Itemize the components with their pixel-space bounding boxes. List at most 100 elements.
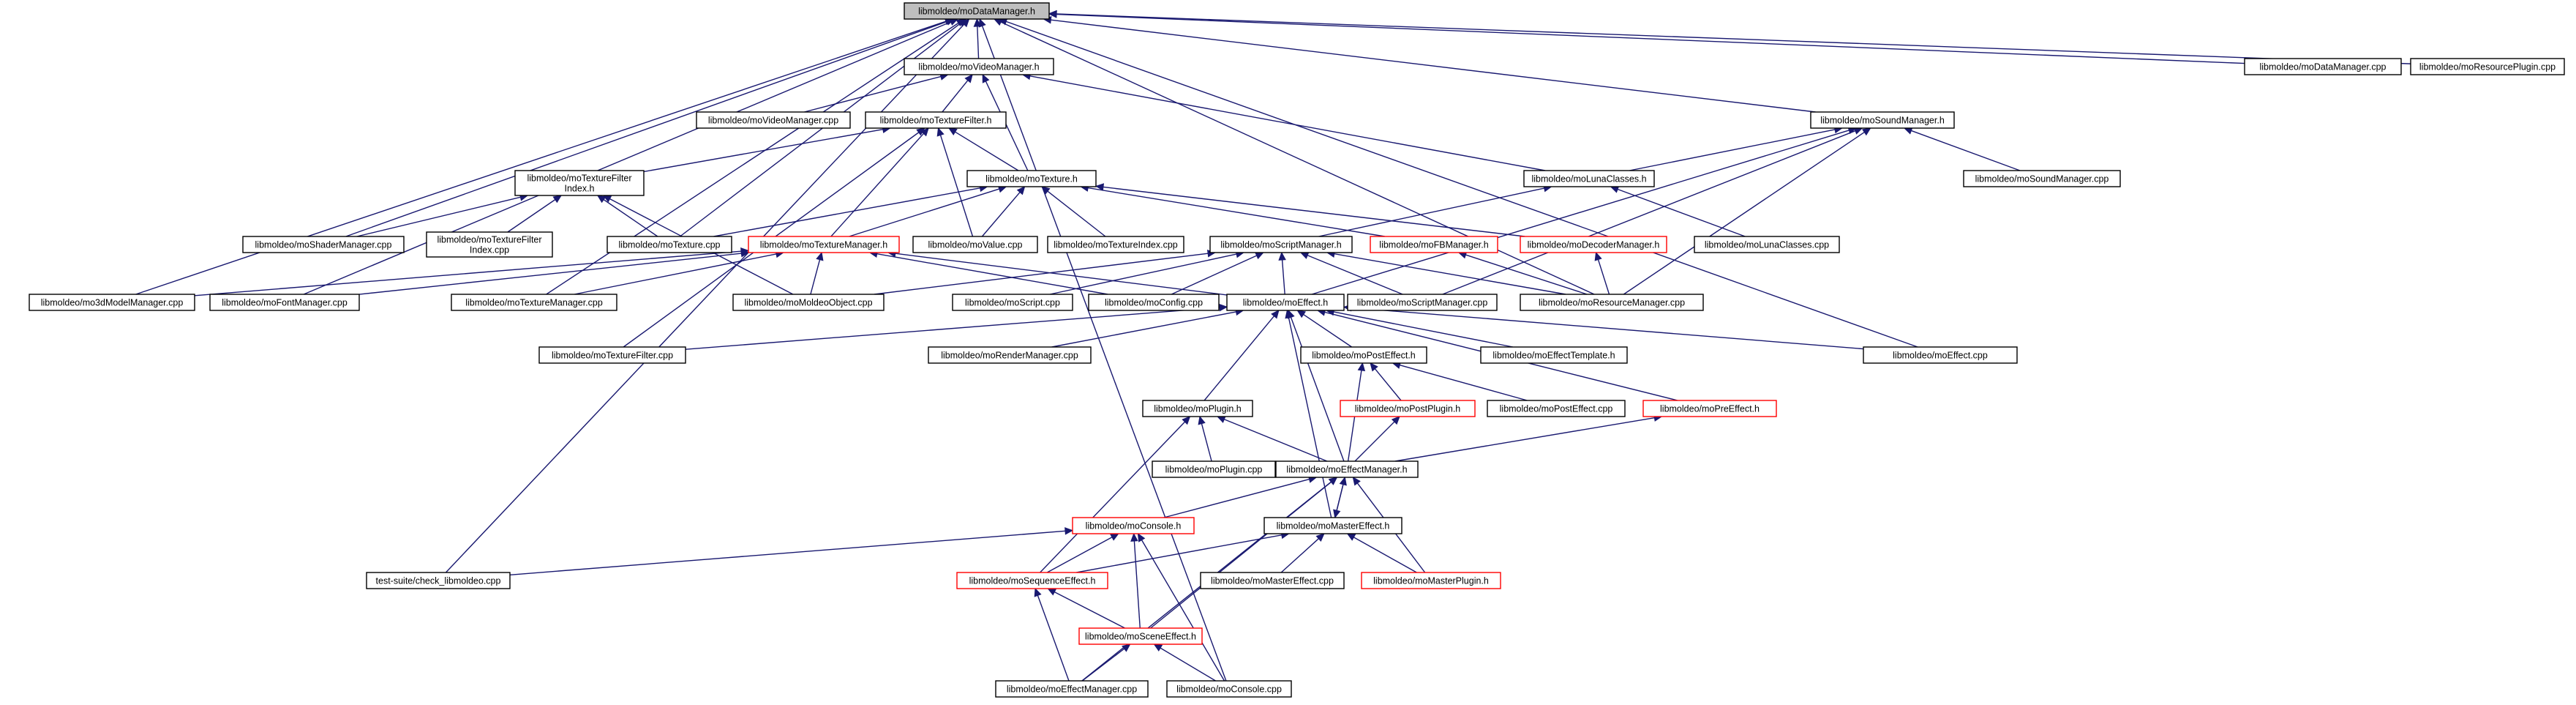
file-node-n30[interactable]: libmoldeo/moTextureFilter.cpp	[538, 346, 686, 364]
file-node-n45[interactable]: libmoldeo/moMasterEffect.cpp	[1200, 572, 1345, 589]
file-node-n19[interactable]: libmoldeo/moDecoderManager.h	[1520, 236, 1667, 253]
file-node-n23[interactable]: libmoldeo/moTextureManager.cpp	[451, 294, 617, 311]
file-node-box	[1694, 236, 1840, 253]
file-node-n27[interactable]: libmoldeo/moEffect.h	[1226, 294, 1345, 311]
edge-n22-includes-n14	[358, 253, 742, 295]
file-node-box	[2410, 58, 2565, 75]
arrowhead-n27	[1219, 303, 1228, 312]
arrowhead-n40	[1352, 477, 1361, 486]
edge-n11-includes-n0	[345, 20, 948, 237]
file-node-n28[interactable]: libmoldeo/moScriptManager.cpp	[1347, 294, 1498, 311]
edge-n14-includes-n5	[830, 133, 924, 237]
edge-n24-includes-n14	[810, 259, 821, 295]
file-node-n0[interactable]: libmoldeo/moDataManager.h	[904, 2, 1050, 20]
file-node-box	[928, 346, 1092, 364]
edge-n13-includes-n7	[603, 199, 658, 237]
edge-n21-includes-n14	[194, 250, 742, 296]
file-node-box	[1142, 400, 1253, 417]
arrowhead-n0	[961, 18, 970, 28]
file-node-box	[366, 572, 511, 589]
file-node-n15[interactable]: libmoldeo/moValue.cpp	[912, 236, 1038, 253]
file-node-n47[interactable]: libmoldeo/moSceneEffect.h	[1078, 627, 1203, 645]
edge-n47-includes-n44	[1054, 591, 1125, 629]
file-node-box	[1088, 294, 1220, 311]
file-node-n17[interactable]: libmoldeo/moScriptManager.h	[1209, 236, 1353, 253]
file-node-n43[interactable]: test-suite/check_libmoldeo.cpp	[366, 572, 511, 589]
file-node-label: libmoldeo/moValue.cpp	[928, 240, 1022, 250]
file-node-n36[interactable]: libmoldeo/moPostEffect.cpp	[1487, 400, 1626, 417]
file-node-n22[interactable]: libmoldeo/moFontManager.cpp	[209, 294, 360, 311]
file-node-n21[interactable]: libmoldeo/mo3dModelManager.cpp	[29, 294, 195, 311]
file-node-n31[interactable]: libmoldeo/moRenderManager.cpp	[928, 346, 1092, 364]
file-node-n18[interactable]: libmoldeo/moFBManager.h	[1370, 236, 1498, 253]
file-node-n16[interactable]: libmoldeo/moTextureIndex.cpp	[1047, 236, 1184, 253]
edge-n8-includes-n1	[985, 81, 1029, 171]
file-node-label: libmoldeo/moSceneEffect.h	[1085, 632, 1196, 642]
file-node-label: libmoldeo/moEffectManager.h	[1286, 465, 1407, 475]
file-node-box	[1480, 346, 1628, 364]
file-node-n26[interactable]: libmoldeo/moConfig.cpp	[1088, 294, 1220, 311]
file-node-n20[interactable]: libmoldeo/moLunaClasses.cpp	[1694, 236, 1840, 253]
file-node-label: Index.cpp	[470, 245, 509, 255]
file-node-n4[interactable]: libmoldeo/moVideoManager.cpp	[696, 111, 851, 129]
file-node-n9[interactable]: libmoldeo/moLunaClasses.h	[1523, 170, 1655, 187]
file-node-n25[interactable]: libmoldeo/moScript.cpp	[952, 294, 1073, 311]
file-node-n41[interactable]: libmoldeo/moConsole.h	[1072, 517, 1195, 534]
file-node-n35[interactable]: libmoldeo/moPostPlugin.h	[1340, 400, 1476, 417]
file-node-label: libmoldeo/moScriptManager.h	[1220, 240, 1341, 250]
file-node-label: libmoldeo/moEffect.h	[1243, 298, 1329, 308]
file-node-n38[interactable]: libmoldeo/moPlugin.h	[1142, 400, 1253, 417]
file-node-n8[interactable]: libmoldeo/moTexture.h	[966, 170, 1097, 187]
file-node-n34[interactable]: libmoldeo/moEffect.cpp	[1863, 346, 2018, 364]
file-node-n48[interactable]: libmoldeo/moEffectManager.cpp	[995, 680, 1149, 698]
arrowhead-n1	[964, 74, 973, 83]
file-node-n39[interactable]: libmoldeo/moPlugin.cpp	[1152, 460, 1276, 478]
file-node-box	[732, 294, 885, 311]
file-node-n33[interactable]: libmoldeo/moEffectTemplate.h	[1480, 346, 1628, 364]
edge-n8-includes-n5	[955, 131, 1019, 171]
arrowhead-n47	[1153, 644, 1163, 652]
file-node-n24[interactable]: libmoldeo/moMoldeoObject.cpp	[732, 294, 885, 311]
file-node-label: libmoldeo/moPlugin.cpp	[1165, 465, 1263, 475]
file-node-n6[interactable]: libmoldeo/moSoundManager.h	[1810, 111, 1955, 129]
file-node-box	[426, 231, 553, 258]
file-node-n14[interactable]: libmoldeo/moTextureManager.h	[748, 236, 900, 253]
arrowhead-n38	[1182, 416, 1191, 425]
file-node-box	[538, 346, 686, 364]
edge-n10-includes-n6	[1911, 130, 2021, 171]
file-node-box	[514, 170, 645, 196]
file-node-n46[interactable]: libmoldeo/moMasterPlugin.h	[1361, 572, 1501, 589]
file-node-box	[1275, 460, 1419, 478]
file-node-n40[interactable]: libmoldeo/moEffectManager.h	[1275, 460, 1419, 478]
file-node-n11[interactable]: libmoldeo/moShaderManager.cpp	[242, 236, 405, 253]
arrowhead-n8	[1041, 186, 1051, 195]
file-node-n44[interactable]: libmoldeo/moSequenceEffect.h	[956, 572, 1108, 589]
file-node-n10[interactable]: libmoldeo/moSoundManager.cpp	[1963, 170, 2121, 187]
file-node-box	[1072, 517, 1195, 534]
arrowhead-n38	[1216, 416, 1226, 423]
file-node-label: libmoldeo/moPreEffect.h	[1660, 404, 1760, 414]
file-node-n1[interactable]: libmoldeo/moVideoManager.h	[904, 58, 1054, 75]
nodes-layer: libmoldeo/moDataManager.h libmoldeo/moVid…	[29, 2, 2565, 698]
file-node-n37[interactable]: libmoldeo/moPreEffect.h	[1642, 400, 1777, 417]
file-node-n2[interactable]: libmoldeo/moDataManager.cpp	[2244, 58, 2402, 75]
arrowhead-n32	[1370, 362, 1378, 372]
file-node-n29[interactable]: libmoldeo/moResourceManager.cpp	[1520, 294, 1704, 311]
edge-n41-includes-n40	[1163, 478, 1310, 518]
edge-n25-includes-n17	[1049, 253, 1237, 295]
file-node-n42[interactable]: libmoldeo/moMasterEffect.h	[1263, 517, 1402, 534]
file-node-label: libmoldeo/moConfig.cpp	[1105, 298, 1203, 308]
file-node-n5[interactable]: libmoldeo/moTextureFilter.h	[865, 111, 1007, 129]
file-node-label: libmoldeo/moDecoderManager.h	[1528, 240, 1660, 250]
arrowhead-n42	[1333, 509, 1341, 519]
arrowhead-n7	[552, 195, 563, 204]
file-node-n13[interactable]: libmoldeo/moTexture.cpp	[607, 236, 732, 253]
file-node-n3[interactable]: libmoldeo/moResourcePlugin.cpp	[2410, 58, 2565, 75]
file-node-n32[interactable]: libmoldeo/moPostEffect.h	[1300, 346, 1427, 364]
arrowhead-n44	[1034, 587, 1042, 597]
edge-n34-includes-n0	[1006, 20, 1918, 348]
file-node-n49[interactable]: libmoldeo/moConsole.cpp	[1166, 680, 1292, 698]
